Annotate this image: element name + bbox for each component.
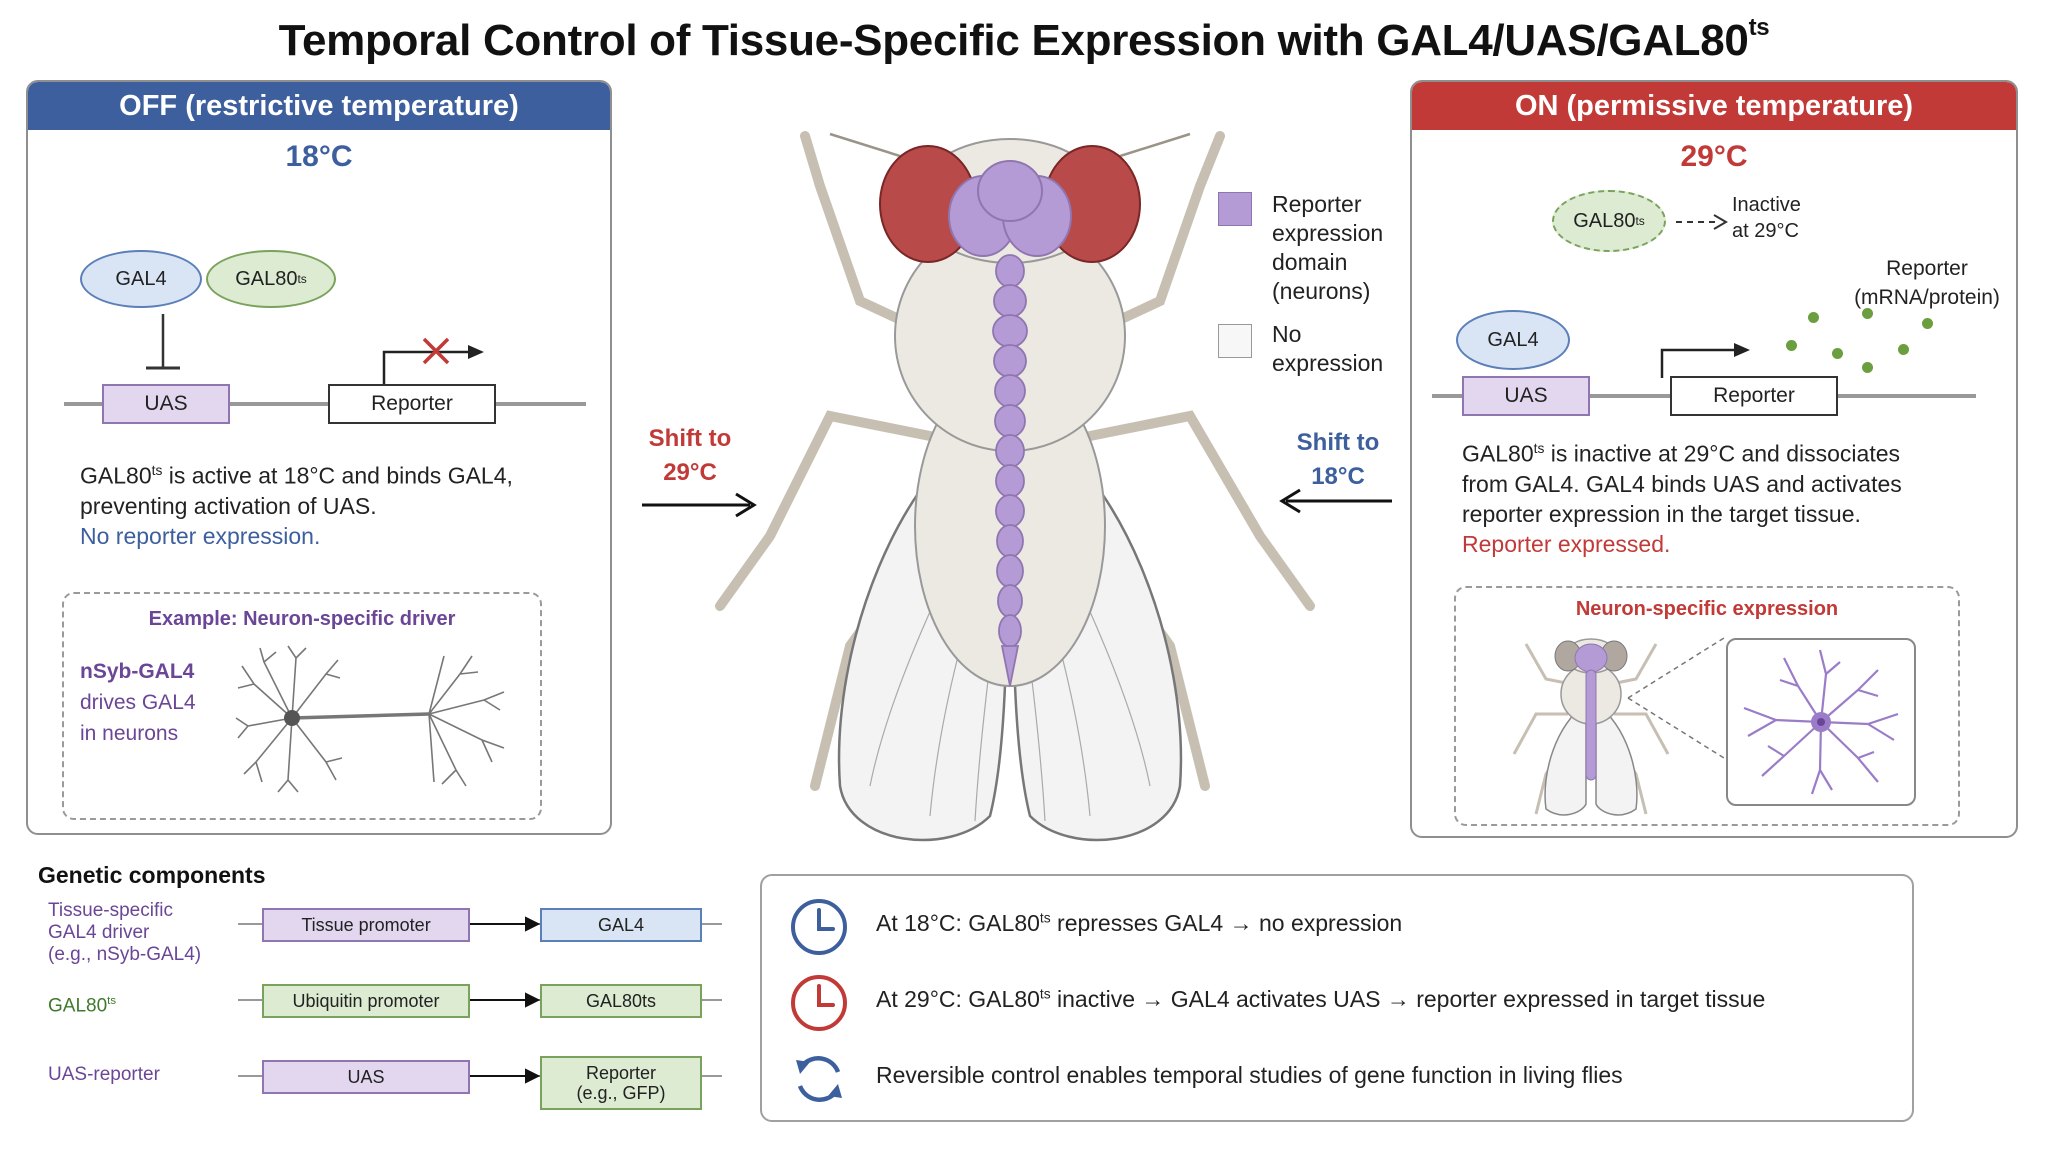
gal4-bound-oval: GAL4 <box>1456 310 1570 370</box>
shift-left-arrow <box>1279 488 1392 514</box>
gal80ts-gene-box: GAL80ts <box>540 984 702 1018</box>
brain-center <box>977 160 1043 222</box>
mini-fly-illustration <box>1512 638 1670 816</box>
reporter-box: Reporter <box>1670 376 1838 416</box>
genetic-row-3-label: UAS-reporter <box>48 1064 160 1085</box>
tissue-promoter-box: Tissue promoter <box>262 908 470 942</box>
legend-swatch-purple <box>1218 192 1252 226</box>
clock-red-icon <box>791 975 847 1031</box>
off-example-box: Example: Neuron-specific driver nSyb-GAL… <box>62 592 542 820</box>
on-example-box: Neuron-specific expression <box>1454 586 1960 826</box>
uas-box: UAS <box>102 384 230 424</box>
summary-row-1: At 18°C: GAL80ts represses GAL4 → no exp… <box>876 910 1403 936</box>
reporter-product-label: Reporter (mRNA/protein) <box>1854 257 2000 309</box>
fly-illustration <box>715 131 1315 842</box>
summary-row-2: At 29°C: GAL80ts inactive → GAL4 activat… <box>876 986 1766 1012</box>
on-panel-header: ON (permissive temperature) <box>1412 82 2016 130</box>
on-example-title: Neuron-specific expression <box>1575 598 1839 620</box>
gal4-oval: GAL4 <box>80 250 202 308</box>
off-panel: OFF (restrictive temperature) 18°C GAL4 … <box>26 80 612 835</box>
off-temperature: 18°C <box>285 140 353 173</box>
off-panel-header: OFF (restrictive temperature) <box>28 82 610 130</box>
inactive-label: Inactive at 29°C <box>1732 194 1801 242</box>
page-title: Temporal Control of Tissue-Specific Expr… <box>278 14 1770 65</box>
reversible-cycle-icon <box>796 1056 842 1102</box>
ventral-nerve-cord <box>992 254 1028 687</box>
gal4-gene-box: GAL4 <box>540 908 702 942</box>
off-example-text: nSyb-GAL4 drives GAL4 in neurons <box>80 660 196 745</box>
promoter-arrow <box>382 350 468 384</box>
shift-to-29-label: Shift to 29°C <box>648 425 732 486</box>
promoter-arrowhead <box>1734 343 1750 357</box>
zoom-connector <box>1627 637 1725 759</box>
genetic-row-1-label: Tissue-specific GAL4 driver (e.g., nSyb-… <box>48 900 202 965</box>
purple-neuron-illustration <box>1743 649 1899 795</box>
on-description: GAL80ts is inactive at 29°C and dissocia… <box>1462 440 1902 557</box>
genetic-components-title: Genetic components <box>38 862 266 888</box>
neuron-illustration <box>235 645 505 793</box>
reporter-box: Reporter <box>328 384 496 424</box>
uas-box: UAS <box>1462 376 1590 416</box>
ubiquitin-promoter-box: Ubiquitin promoter <box>262 984 470 1018</box>
summary-box: At 18°C: GAL80ts represses GAL4 → no exp… <box>760 874 1914 1122</box>
shift-right-arrow <box>642 492 757 518</box>
clock-blue-icon <box>791 899 847 955</box>
promoter-arrowhead <box>468 345 484 359</box>
uas-element-box: UAS <box>262 1060 470 1094</box>
block-x-2 <box>422 337 450 365</box>
leg-mid-right <box>1085 410 1315 611</box>
legend-swatch-white <box>1218 324 1252 358</box>
shift-to-18-label: Shift to 18°C <box>1296 429 1380 490</box>
summary-row-3: Reversible control enables temporal stud… <box>876 1062 1623 1088</box>
genetic-row-2-label: GAL80ts <box>48 995 117 1017</box>
on-temperature: 29°C <box>1680 140 1748 173</box>
reporter-gene-box: Reporter (e.g., GFP) <box>540 1056 702 1110</box>
genetic-lines <box>238 916 722 1084</box>
off-description: GAL80ts is active at 18°C and binds GAL4… <box>80 462 513 549</box>
off-example-title: Example: Neuron-specific driver <box>148 608 456 630</box>
promoter-arrow <box>1660 348 1734 378</box>
neuron-zoom-box <box>1726 638 1916 806</box>
inactive-dashed-arrow <box>1676 214 1728 230</box>
leg-mid-left <box>715 410 935 611</box>
on-dna-diagram <box>1432 343 1976 398</box>
